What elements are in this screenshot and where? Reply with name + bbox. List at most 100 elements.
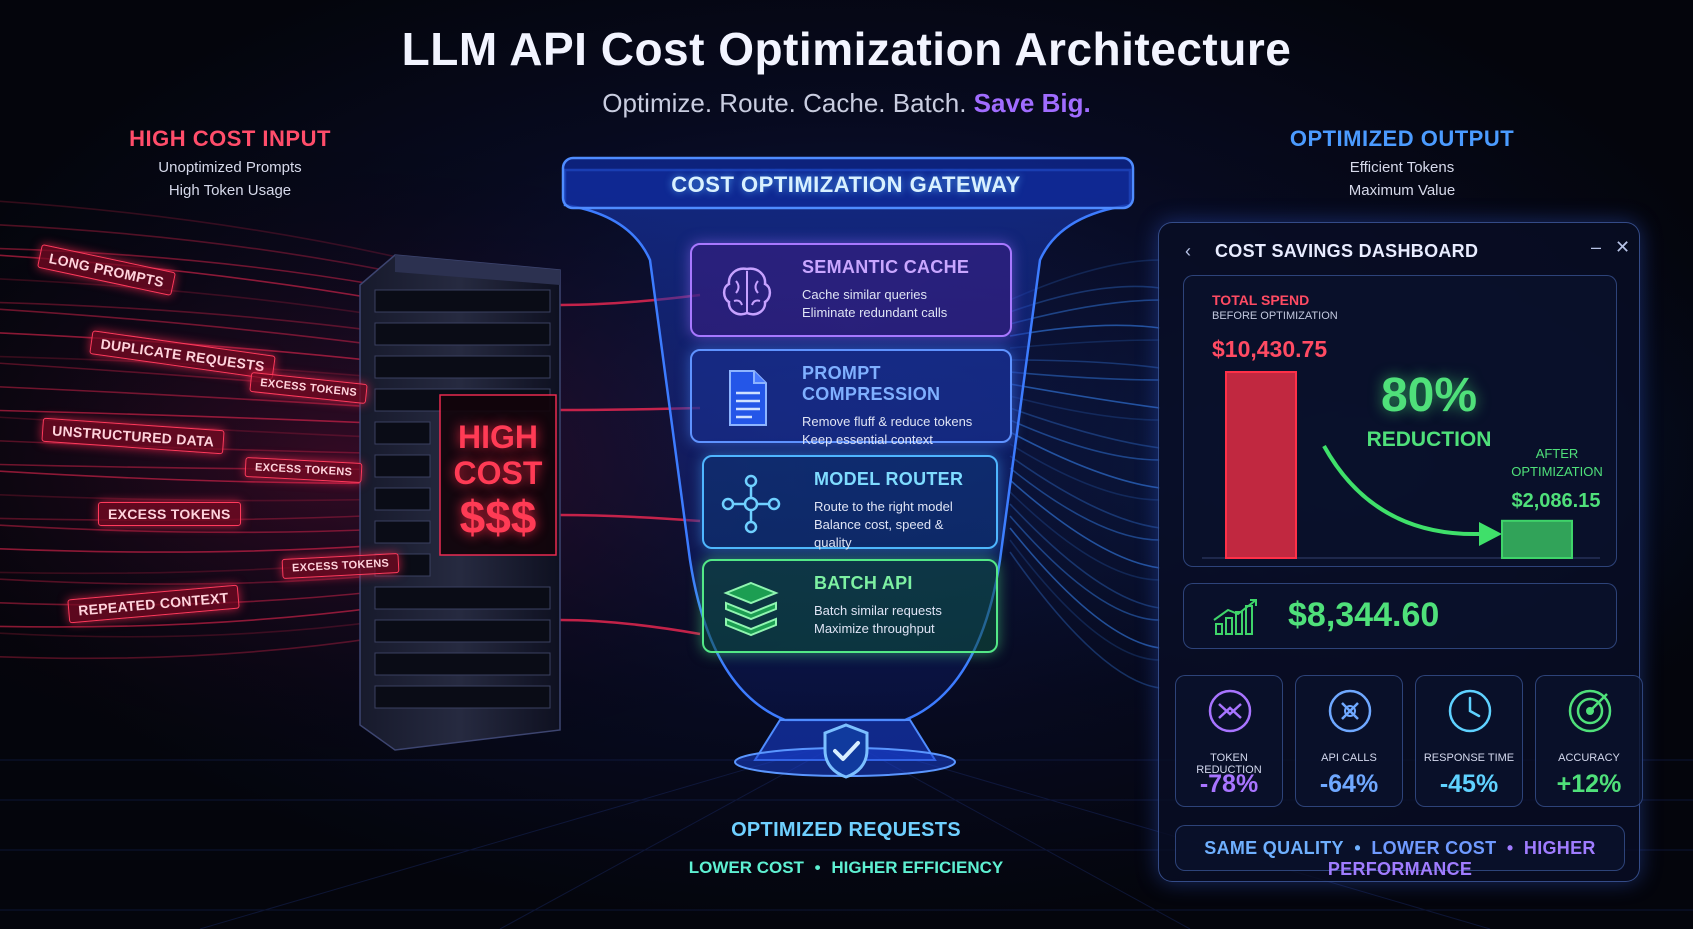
spend-chart-panel: TOTAL SPEND BEFORE OPTIMIZATION $10,430.… <box>1183 275 1617 567</box>
card-desc-2: Maximize throughput <box>814 621 935 636</box>
tower-slot <box>374 289 551 313</box>
dashboard-footer: SAME QUALITY • LOWER COST • HIGHER PERFO… <box>1175 825 1625 879</box>
tower-slot <box>374 355 551 379</box>
metric-label: ACCURACY <box>1558 752 1620 764</box>
subtitle-highlight: Save Big. <box>973 88 1091 118</box>
metric-label: API CALLS <box>1321 752 1377 764</box>
metric-accuracy: ACCURACY +12% <box>1535 675 1643 807</box>
red-gateway-link <box>559 513 701 523</box>
metric-value: -78% <box>1199 770 1259 798</box>
reduction-label: REDUCTION <box>1366 428 1492 451</box>
tag-separator: • <box>814 858 821 877</box>
footer-same-quality: SAME QUALITY <box>1204 838 1344 858</box>
layers-icon <box>723 581 779 637</box>
blue-data-streak <box>1009 515 1161 621</box>
token-icon <box>1208 689 1252 733</box>
clock-icon <box>1448 689 1492 733</box>
card-desc-1: Route to the right model <box>814 499 953 514</box>
card-desc-1: Batch similar requests <box>814 603 942 618</box>
tower-dollar-text: $$$ <box>459 491 537 543</box>
metric-value: -45% <box>1439 770 1499 798</box>
footer-higher-performance: HIGHER PERFORMANCE <box>1327 838 1596 879</box>
blue-data-streak <box>1009 371 1161 381</box>
card-title: PROMPT COMPRESSION <box>802 363 941 404</box>
close-icon[interactable]: ✕ <box>1615 237 1631 257</box>
card-model-router: MODEL ROUTER Route to the right model Ba… <box>702 455 998 550</box>
tower-cost-text: COST <box>453 455 543 491</box>
target-icon <box>1568 689 1612 733</box>
metric-label: TOKEN REDUCTION <box>1196 752 1262 776</box>
before-value: $10,430.75 <box>1212 336 1328 362</box>
metric-label: RESPONSE TIME <box>1423 752 1515 764</box>
card-desc-2: Eliminate redundant calls <box>802 305 948 320</box>
before-sub: BEFORE OPTIMIZATION <box>1212 310 1338 322</box>
growth-chart-icon <box>1213 599 1257 635</box>
tower-slot <box>374 520 431 544</box>
blue-data-streak <box>1009 503 1161 609</box>
input-label-excess-tokens: EXCESS TOKENS <box>98 502 241 526</box>
tag-higher-efficiency: HIGHER EFFICIENCY <box>831 858 1004 877</box>
metric-value: +12% <box>1556 770 1622 798</box>
metric-token-reduction: TOKEN REDUCTION -78% <box>1175 675 1283 807</box>
metric-api-calls: API CALLS -64% <box>1295 675 1403 807</box>
tower-slot <box>374 652 551 676</box>
tower-slot <box>374 487 431 511</box>
back-chevron-icon[interactable]: ‹ <box>1185 241 1191 261</box>
output-line-2: Maximum Value <box>1348 182 1456 199</box>
after-label-1: AFTER <box>1535 446 1579 461</box>
card-desc-2: Balance cost, speed & quality <box>814 517 944 550</box>
bar-before-optimization <box>1225 371 1297 559</box>
blue-data-streak <box>1009 339 1161 349</box>
before-label: TOTAL SPEND <box>1212 292 1310 308</box>
tower-slot <box>374 586 551 610</box>
footer-lower-cost: LOWER COST <box>1371 838 1497 858</box>
tag-lower-cost: LOWER COST <box>688 858 804 877</box>
card-batch-api: BATCH API Batch similar requests Maximiz… <box>702 559 998 653</box>
api-icon <box>1328 689 1372 733</box>
blue-data-streak <box>1009 479 1161 569</box>
blue-data-streak <box>1009 431 1161 489</box>
brain-icon <box>722 267 772 316</box>
metric-response-time: RESPONSE TIME -45% <box>1415 675 1523 807</box>
blue-data-streak <box>1009 467 1161 541</box>
blue-data-streak <box>1009 419 1161 461</box>
blue-data-streak <box>1009 443 1161 501</box>
tower-slot <box>374 685 551 709</box>
red-gateway-link <box>559 618 701 636</box>
shield-check-icon <box>823 723 869 779</box>
blue-data-streak <box>1009 395 1161 421</box>
card-semantic-cache: SEMANTIC CACHE Cache similar queries Eli… <box>690 243 1012 337</box>
footer-separator: • <box>1506 838 1514 858</box>
blue-data-streak <box>1009 455 1161 529</box>
minimize-icon[interactable]: – <box>1591 237 1602 257</box>
card-title: SEMANTIC CACHE <box>802 257 970 277</box>
input-heading: HIGH COST INPUT <box>129 126 331 151</box>
blue-data-streak <box>1009 359 1161 369</box>
page-subtitle: Optimize. Route. Cache. Batch. Save Big. <box>0 88 1693 119</box>
cost-savings-dashboard: ‹ COST SAVINGS DASHBOARD – ✕ TOTAL SPEND… <box>1158 222 1643 882</box>
document-icon <box>729 370 767 426</box>
blue-data-streak <box>1009 551 1161 689</box>
input-line-1: Unoptimized Prompts <box>158 159 302 176</box>
subtitle-main: Optimize. Route. Cache. Batch. <box>602 88 967 118</box>
blue-data-streak <box>1009 539 1161 661</box>
page-title: LLM API Cost Optimization Architecture <box>401 23 1292 75</box>
reduction-percent: 80% <box>1380 369 1478 422</box>
output-line-1: Efficient Tokens <box>1349 159 1455 176</box>
footer-separator: • <box>1354 838 1361 858</box>
savings-panel: $8,344.60 <box>1183 583 1617 649</box>
tower-slot <box>374 454 431 478</box>
dashboard-title: COST SAVINGS DASHBOARD <box>1215 241 1479 261</box>
blue-data-streak <box>1009 407 1161 449</box>
spend-bar-chart <box>1202 371 1600 560</box>
card-desc-1: Remove fluff & reduce tokens <box>802 414 973 429</box>
card-title: BATCH API <box>814 573 913 593</box>
metric-value: -64% <box>1319 770 1379 798</box>
blue-data-streak <box>1009 383 1161 409</box>
tower-slot <box>374 421 431 445</box>
output-heading: OPTIMIZED OUTPUT <box>1289 126 1515 151</box>
tower-slot <box>374 619 551 643</box>
card-prompt-compression: PROMPT COMPRESSION Remove fluff & reduce… <box>690 349 1012 447</box>
network-icon <box>721 474 781 534</box>
blue-data-streak <box>1009 527 1161 649</box>
